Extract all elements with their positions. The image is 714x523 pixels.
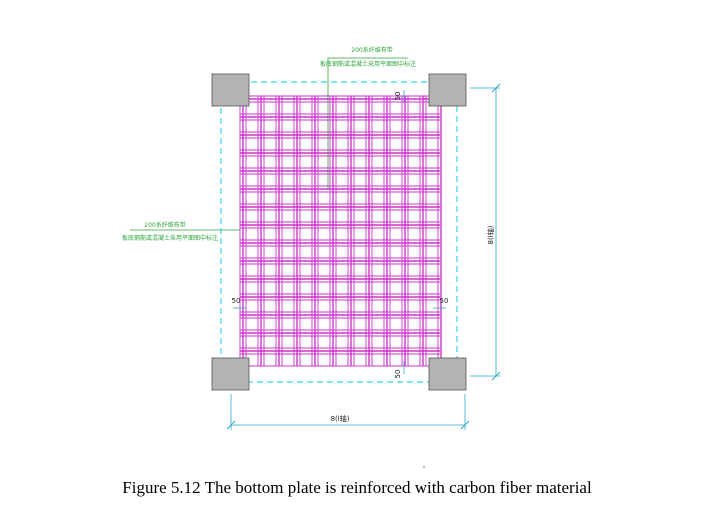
height-tick-bottom xyxy=(491,371,501,381)
height-tick-top xyxy=(491,83,501,93)
height-dimension-label: 8(l轴) xyxy=(486,225,495,244)
carbon-fiber-mesh xyxy=(239,95,442,367)
left-annotation-line2: 板底钢筋或混凝土采用平面图中标注 xyxy=(122,234,218,242)
offset-left-label: 50 xyxy=(232,297,241,305)
column-top-left xyxy=(211,73,250,107)
left-annotation-line1: 200系纤维布带 xyxy=(144,221,185,229)
column-bottom-left xyxy=(211,357,250,391)
offset-right-label: 50 xyxy=(440,297,449,305)
stray-dot xyxy=(423,466,425,468)
width-dimension-label: 8(l轴) xyxy=(331,414,350,423)
height-dimension: 8(l轴) xyxy=(470,83,501,381)
figure-caption: Figure 5.12 The bottom plate is reinforc… xyxy=(122,478,592,497)
slab-dashed-boundary xyxy=(220,81,458,383)
top-annotation: 200系纤维布带 板底钢筋或混凝土采用平面图中标注 xyxy=(320,46,416,190)
offset-dimensions: 50 50 50 50 xyxy=(232,90,449,379)
top-leader-line xyxy=(327,57,408,190)
top-annotation-line1: 200系纤维布带 xyxy=(351,46,392,54)
width-tick-left xyxy=(226,420,236,430)
width-dimension: 8(l轴) xyxy=(226,394,470,430)
left-annotation: 200系纤维布带 板底钢筋或混凝土采用平面图中标注 xyxy=(122,221,240,242)
top-annotation-line2: 板底钢筋或混凝土采用平面图中标注 xyxy=(320,60,416,68)
reinforcement-plan-drawing: 200系纤维布带 板底钢筋或混凝土采用平面图中标注 200系纤维布带 板底钢筋或… xyxy=(122,46,501,468)
offset-top-label: 50 xyxy=(394,92,402,101)
column-bottom-right xyxy=(428,357,467,391)
width-tick-right xyxy=(460,420,470,430)
column-top-right xyxy=(428,73,467,107)
offset-bottom-label: 50 xyxy=(394,370,402,379)
